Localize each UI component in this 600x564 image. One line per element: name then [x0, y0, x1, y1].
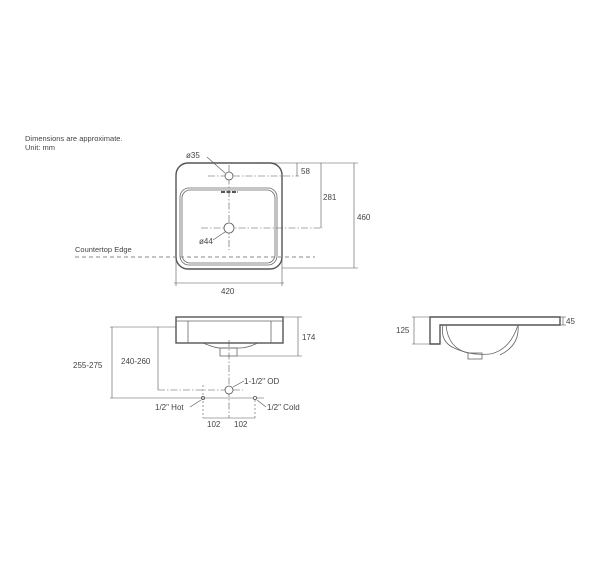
- dim-125-label: 125: [396, 326, 410, 335]
- basin-inner-bowl-edge: [181, 189, 276, 264]
- faucet-hole-label: ø35: [186, 151, 200, 160]
- cold-leader: [256, 399, 267, 408]
- drain-hole-label: ø44: [199, 237, 213, 246]
- cold-supply-label: 1/2" Cold: [267, 403, 300, 412]
- dimension-notes: Dimensions are approximate. Unit: mm: [25, 134, 123, 152]
- side-view: 125 45: [396, 316, 575, 360]
- dim-420-label: 420: [221, 287, 235, 296]
- dim-240-260-label: 240-260: [121, 357, 151, 366]
- drain-outlet-icon: [224, 385, 234, 395]
- dim-102-cold-label: 102: [234, 420, 248, 429]
- dim-281-label: 281: [323, 193, 337, 202]
- drain-hole-icon: [223, 222, 235, 234]
- front-basin-body: [175, 316, 284, 344]
- drain-leader: [212, 231, 226, 241]
- note-approximate: Dimensions are approximate.: [25, 134, 123, 143]
- dim-58-label: 58: [301, 167, 310, 176]
- drain-outlet-label: 1-1/2" OD: [244, 377, 280, 386]
- hot-leader: [189, 399, 202, 408]
- faucet-leader: [206, 156, 226, 174]
- front-drain-stub: [219, 347, 238, 357]
- top-view: ø35 ø44 Countertop Edge 58 281 460 420: [75, 151, 371, 296]
- dim-174-label: 174: [302, 333, 316, 342]
- front-bowl-bottom: [202, 342, 259, 349]
- side-drain-stub: [467, 352, 483, 360]
- dim-102-hot-label: 102: [207, 420, 221, 429]
- side-bowl-curve-left: [445, 324, 469, 354]
- side-bowl-inner: [442, 324, 519, 355]
- front-view: 174 255-275 240-260 1-1/2" OD 1/2" Hot 1…: [73, 316, 316, 429]
- dim-45-label: 45: [566, 317, 575, 326]
- hot-supply-label: 1/2" Hot: [155, 403, 184, 412]
- basin-inner-bowl: [179, 187, 278, 266]
- faucet-hole-icon: [224, 171, 234, 181]
- basin-outer-outline: [175, 162, 283, 270]
- dim-255-275-label: 255-275: [73, 361, 103, 370]
- drain-outlet-leader: [232, 380, 245, 388]
- countertop-edge-label: Countertop Edge: [75, 245, 132, 254]
- side-bowl-curve-right: [499, 324, 519, 356]
- cold-supply-icon: [252, 395, 257, 400]
- note-unit: Unit: mm: [25, 143, 55, 152]
- side-rim-outline: [429, 316, 561, 345]
- dim-460-label: 460: [357, 213, 371, 222]
